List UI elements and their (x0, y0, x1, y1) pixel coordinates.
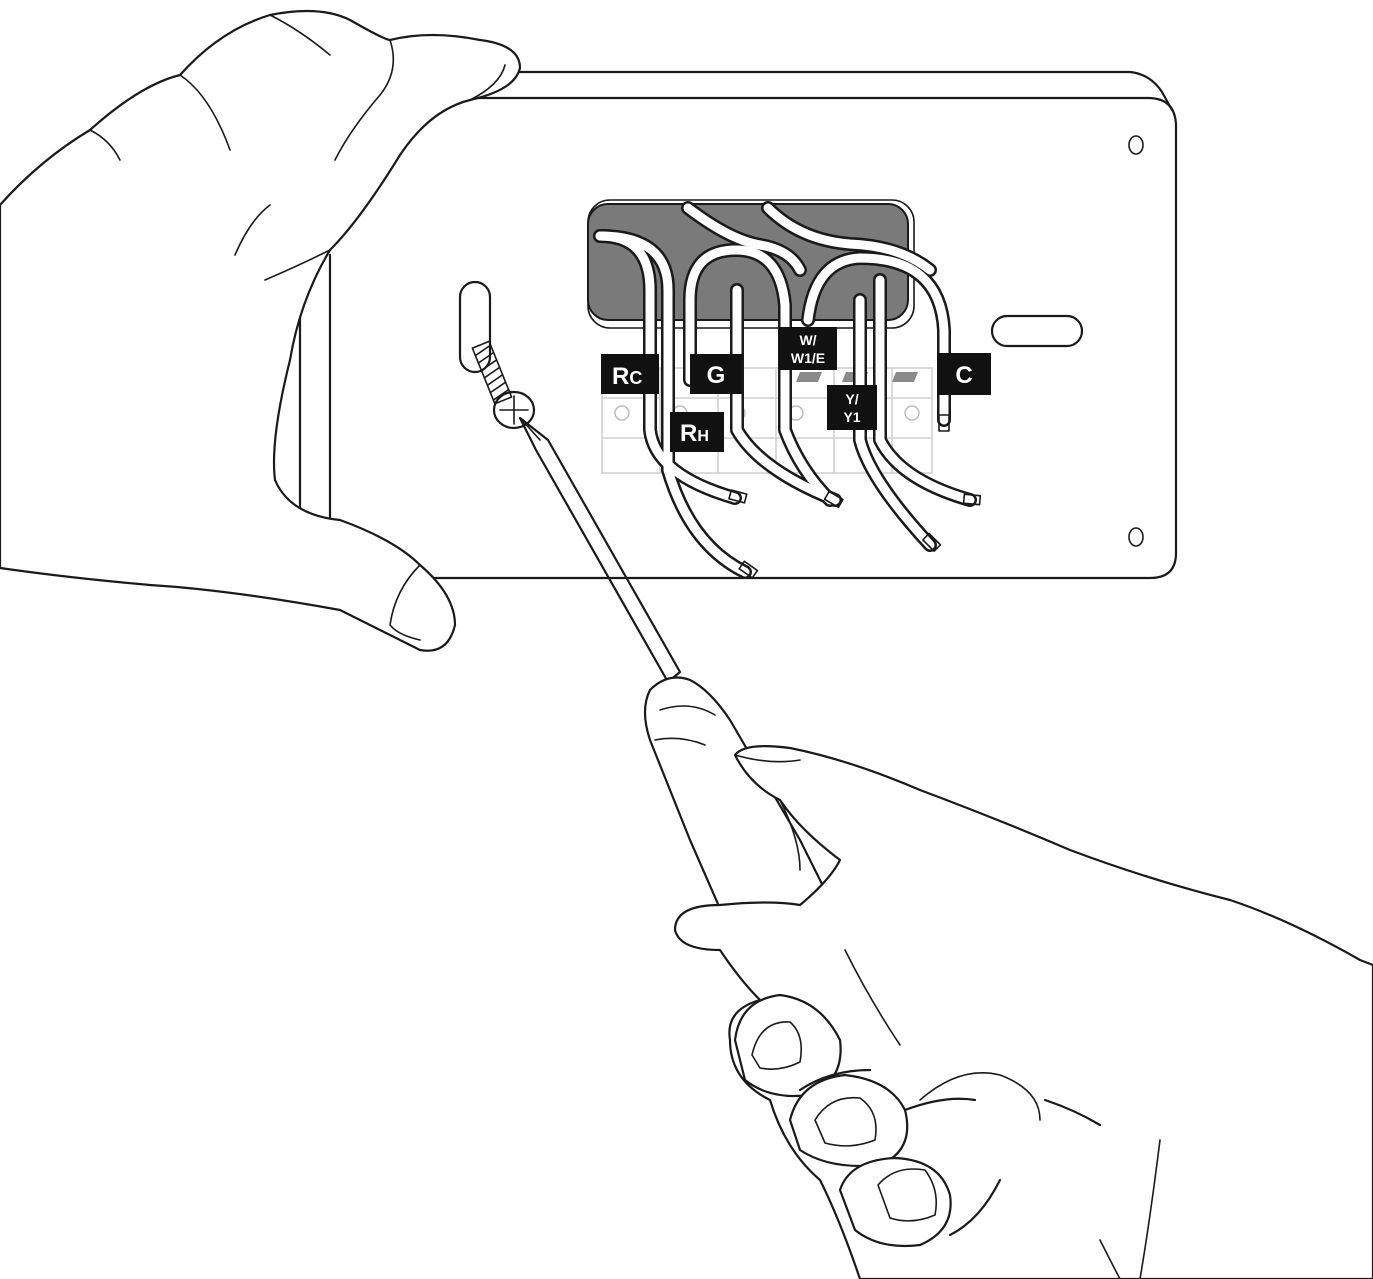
label-c: C (937, 353, 991, 395)
svg-text:Y/: Y/ (845, 391, 858, 407)
left-hand (0, 11, 520, 651)
screw (472, 341, 534, 428)
svg-text:W/: W/ (799, 332, 816, 348)
label-rc: RC (601, 354, 659, 394)
svg-text:RC: RC (612, 363, 642, 390)
mounting-hole-top (1129, 136, 1143, 154)
mounting-hole-bottom (1129, 528, 1143, 546)
mounting-slot-right (992, 316, 1082, 346)
svg-text:G: G (707, 362, 726, 389)
label-g: G (690, 354, 742, 394)
label-rh: RH (670, 412, 724, 452)
svg-text:W1/E: W1/E (791, 350, 825, 366)
svg-text:Y1: Y1 (843, 409, 860, 425)
label-w-w1-e: W/ W1/E (779, 327, 837, 370)
svg-text:C: C (955, 362, 972, 389)
label-y-y1: Y/ Y1 (827, 385, 877, 430)
